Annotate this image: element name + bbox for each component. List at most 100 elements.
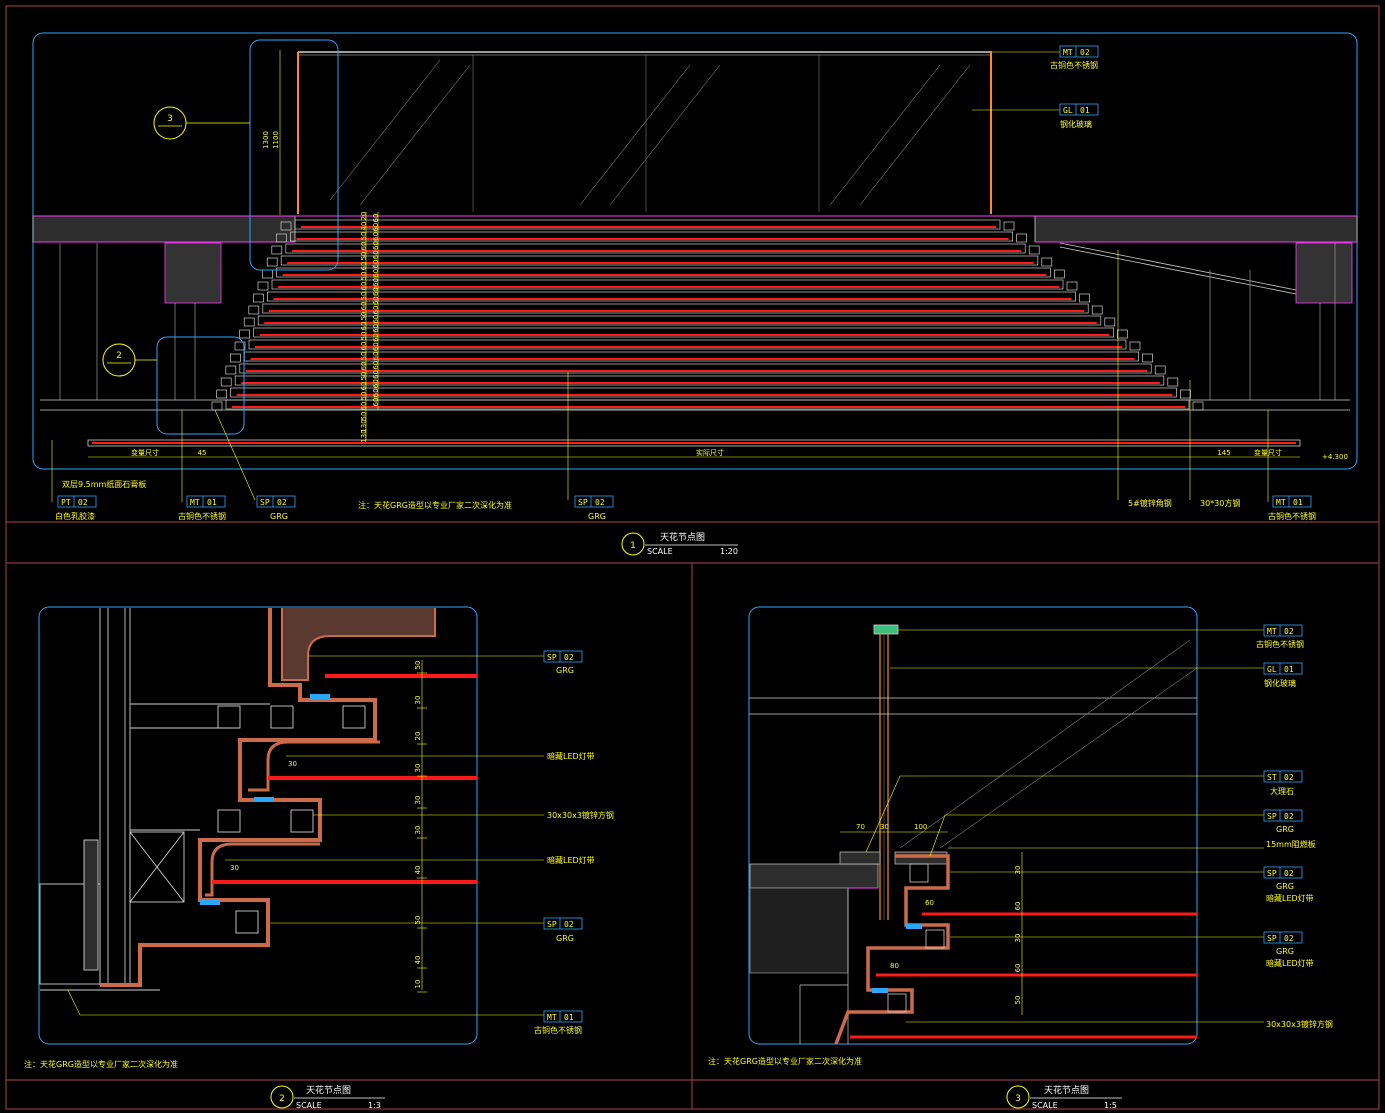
- dim-step-left: 60: [360, 362, 368, 371]
- elevation-outline: [32, 32, 1358, 470]
- detail-2-grg-profile-inner: [281, 608, 436, 681]
- dim-left-variable: 变量尺寸: [131, 448, 159, 457]
- dim-step-left: 60: [360, 402, 368, 411]
- tag-mt02-top: MT 02 古铜色不锈钢: [992, 45, 1099, 70]
- tag-code: MT: [1276, 498, 1286, 507]
- view-title: 天花节点图: [306, 1084, 351, 1096]
- grg-tier: [234, 375, 1165, 386]
- dim-step-right: 60: [372, 333, 380, 342]
- callout-3-label: 3: [167, 114, 173, 124]
- dim-step-right: 60: [372, 214, 380, 223]
- d2-tag-sp02-a: SP 02 GRG: [308, 650, 583, 675]
- grg-tier: [276, 267, 1051, 278]
- d3-tag-mt02: MT 02 古铜色不锈钢: [898, 624, 1304, 649]
- dim-step-left: 40: [360, 222, 368, 231]
- tag-num: 02: [1284, 934, 1294, 943]
- tag-code: ST: [1267, 773, 1277, 782]
- tag-num: 01: [1080, 106, 1090, 115]
- glass-balustrade: [297, 51, 992, 214]
- dim-detail-2: 30: [414, 764, 422, 773]
- dim-step-right: 60: [372, 250, 380, 259]
- tag-code: SP: [578, 498, 588, 507]
- tag-lead: 双层9.5mm纸面石膏板: [62, 479, 146, 489]
- tag-text: 30x30x3镀锌方钢: [547, 810, 614, 820]
- d2-tag-sp02-b: SP 02 GRG: [270, 917, 583, 943]
- tag-text: 30x30x3镀锌方钢: [1266, 1019, 1333, 1029]
- tag-num: 02: [564, 653, 574, 662]
- view-number: 1: [630, 541, 636, 551]
- elevation-view: 3 2 1300 1100 20405060506050605060506050…: [32, 32, 1358, 556]
- tag-code: MT: [1063, 48, 1073, 57]
- dim-actual-span: 实际尺寸: [696, 448, 724, 457]
- dim-detail-2: 50: [414, 661, 422, 670]
- tag-num: 02: [1284, 869, 1294, 878]
- dim-step-right: 60: [372, 352, 380, 361]
- d3-tag-led-b: 暗藏LED灯带: [1266, 958, 1314, 968]
- d3-tag-sp02-b: SP 02 GRG: [950, 866, 1303, 891]
- dim-right-small: 145: [1217, 449, 1230, 457]
- dim-step-right: 60: [372, 388, 380, 397]
- tag-sp02-mid: SP 02 GRG: [567, 372, 614, 521]
- dim-step-right: 60: [372, 370, 380, 379]
- grg-tier: [280, 255, 1039, 266]
- view-number: 3: [1015, 1094, 1021, 1104]
- tag-text: 暗藏LED灯带: [1266, 893, 1314, 903]
- steel-tube-left: [239, 329, 250, 339]
- tag-gl01: GL 01 钢化玻璃: [972, 103, 1099, 129]
- elevation-dimensions: 1300 1100 204050605060506050605060506050…: [88, 50, 1348, 461]
- dim-step-right: 60: [372, 278, 380, 287]
- scale-label: SCALE: [647, 547, 673, 556]
- grg-tier: [262, 303, 1089, 314]
- dim-step-left: 50: [360, 352, 368, 361]
- d3-tag-sp02-c: SP 02 GRG: [950, 931, 1303, 956]
- tag-text: 古铜色不锈钢: [178, 511, 226, 521]
- grg-tier: [267, 291, 1076, 302]
- grg-tier: [257, 315, 1102, 326]
- floor-slab: [32, 215, 1358, 304]
- sheet-frame: [5, 5, 1380, 1110]
- dim-a: 70: [856, 823, 865, 831]
- tag-num: 02: [1284, 812, 1294, 821]
- steel-tube-left: [220, 377, 232, 387]
- grg-tier: [239, 363, 1152, 374]
- d3-tag-gl01: GL 01 钢化玻璃: [890, 662, 1303, 688]
- steel-tube-left: [248, 305, 260, 315]
- dim-step-left: 50: [360, 372, 368, 381]
- dim-step-left: 50: [360, 412, 368, 421]
- dim-led2: 80: [890, 962, 899, 970]
- dim-step-left: 50: [360, 252, 368, 261]
- tag-code: GL: [1267, 665, 1277, 674]
- detail-3-outline: [748, 606, 1198, 1045]
- detail-3-slab: [749, 851, 948, 1044]
- dim-step-right: 60: [372, 315, 380, 324]
- steel-tube-left: [262, 269, 273, 279]
- dim-detail-2: 30: [414, 696, 422, 705]
- tag-text: GRG: [556, 666, 574, 675]
- dim-step-right: 60: [372, 296, 380, 305]
- dim-detail-2: 50: [414, 916, 422, 925]
- detail-2-led-dim-a: 30: [288, 760, 297, 768]
- tag-num: 02: [1284, 773, 1294, 782]
- dim-step-left: 50: [360, 332, 368, 341]
- steel-tube-right: [1142, 353, 1153, 363]
- dim-step-right: 60: [372, 306, 380, 315]
- tag-text: GRG: [1276, 882, 1294, 891]
- dim-step-left: 60: [360, 282, 368, 291]
- grg-tier: [253, 327, 1114, 338]
- d3-tag-board: 15mm阻燃板: [948, 839, 1316, 849]
- detail-3-dimensions: 70 30 100 30 60 30 60 50 60 80: [840, 823, 1023, 1015]
- steel-tube-left: [243, 317, 255, 327]
- dim-detail-2: 40: [414, 866, 422, 875]
- detail-2-note: 注：天花GRG造型以专业厂家二次深化为准: [24, 1059, 178, 1069]
- tag-text: GRG: [270, 512, 288, 521]
- detail-3-callout-box: [249, 39, 339, 271]
- tag-num: 02: [1284, 627, 1294, 636]
- tag-text: 白色乳胶漆: [55, 511, 95, 521]
- dim-step-left: 60: [360, 382, 368, 391]
- dim-step-right: 60: [372, 241, 380, 250]
- steel-tube-right: [1104, 317, 1116, 327]
- detail-2-callout-box: [156, 336, 245, 435]
- tag-pt02: 双层9.5mm纸面石膏板 PT 02 白色乳胶漆: [51, 440, 146, 521]
- dim-led1: 60: [925, 899, 934, 907]
